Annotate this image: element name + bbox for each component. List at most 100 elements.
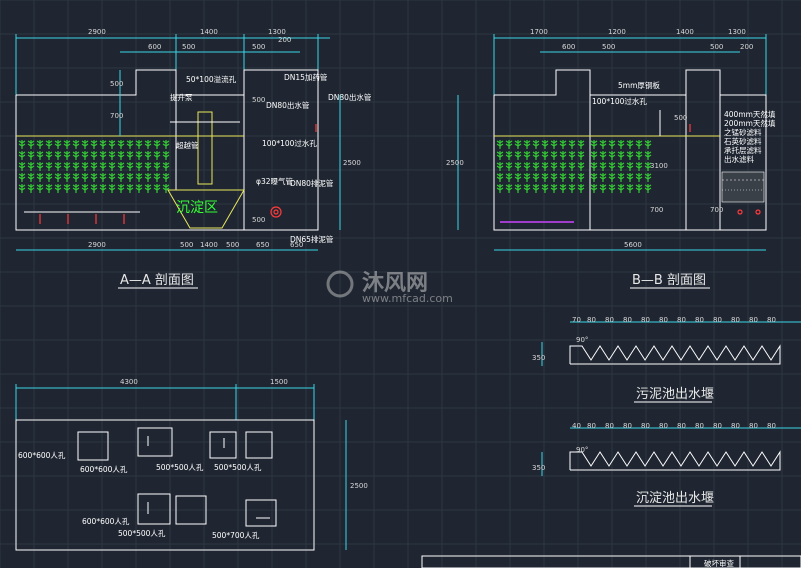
plant-icon [162,140,170,149]
plant-icon [36,173,44,182]
manhole [77,431,109,461]
plant-icon [135,151,143,160]
plant-icon [514,173,522,182]
plan-dim-right-1: 2500 [350,482,368,490]
plant-icon [27,140,35,149]
weir-dim-label: 80 [713,316,722,324]
plant-icon [63,151,71,160]
plant-icon [590,184,598,193]
plant-icon [27,162,35,171]
weir-dim-label: 80 [677,316,686,324]
aa-label-dn15: DN15加药管 [284,72,328,82]
plant-icon [505,140,513,149]
plant-icon [505,162,513,171]
bb-dim-inner-4: 700 [710,206,723,214]
plant-icon [590,173,598,182]
bb-dim-top2-1: 600 [562,43,575,51]
bb-dim-left-1: 2500 [446,159,464,167]
plant-icon [108,173,116,182]
manhole [137,427,173,457]
plant-icon [568,162,576,171]
bb-red-marker [755,209,761,215]
plant-icon [27,151,35,160]
manhole [245,499,277,527]
bb-label-2: 100*100过水孔 [592,96,647,106]
plant-icon [550,184,558,193]
weir2-title: 沉淀池出水堰 [636,491,714,506]
plant-icon [45,184,53,193]
plant-icon [63,184,71,193]
plant-icon [144,184,152,193]
aa-dim-top2-1: 600 [148,43,161,51]
plant-icon [126,162,134,171]
plant-icon [162,184,170,193]
plant-icon [644,151,652,160]
title-block-frame [421,555,801,568]
aa-label-sludge2: DN65排泥管 [290,234,334,244]
aa-dim-top-3: 1300 [268,28,286,36]
plant-icon [45,162,53,171]
plant-icon [54,184,62,193]
plant-icon [54,162,62,171]
plant-icon [496,184,504,193]
plant-icon [644,173,652,182]
plant-icon [608,162,616,171]
weir1-height: 350 [532,354,545,362]
weir-dim-label: 80 [605,316,614,324]
plant-icon [590,162,598,171]
plant-icon [99,184,107,193]
plant-icon [541,162,549,171]
bb-label-1: 5mm厚钢板 [618,80,660,90]
weir1-title: 污泥池出水堰 [636,387,714,402]
plant-icon [550,151,558,160]
manhole [245,431,273,459]
aa-dim-inner-1: 500 [252,96,265,104]
aa-pipe-section-inner [273,209,279,215]
plant-icon [617,140,625,149]
weir-dim-label: 80 [713,422,722,430]
plant-icon [135,173,143,182]
plant-icon [541,151,549,160]
aa-label-pump: 提升泵 [170,92,193,102]
plant-icon [117,162,125,171]
plant-icon [626,173,634,182]
plant-icon [63,140,71,149]
plant-icon [117,151,125,160]
plant-icon [568,140,576,149]
bb-dim-top2-2: 500 [602,43,615,51]
manhole [137,493,171,525]
plan-hole-5: 600*600人孔 [82,517,130,526]
plant-icon [599,151,607,160]
plant-icon [568,184,576,193]
plant-icon [117,173,125,182]
plant-icon [108,184,116,193]
plant-icon [90,184,98,193]
plant-icon [99,151,107,160]
bb-label-6: 石英砂滤料 [724,136,762,146]
plant-icon [523,151,531,160]
weir1-profile [569,344,781,365]
plant-icon [635,173,643,182]
plant-icon [72,184,80,193]
aa-dim-bottom-4: 500 [226,241,239,249]
plant-icon [126,140,134,149]
plant-icon [117,184,125,193]
plant-icon [126,184,134,193]
plant-icon [135,162,143,171]
bb-dim-inner-1: 500 [674,114,687,122]
weir-dim-label: 80 [767,422,776,430]
weir-dim-label: 80 [641,316,650,324]
plant-icon [126,173,134,182]
aa-dim-inner-2: 500 [252,216,265,224]
plant-icon [505,151,513,160]
aa-dim-left-2: 700 [110,112,123,120]
plant-icon [99,140,107,149]
weir-dim-label: 80 [623,316,632,324]
plant-icon [144,151,152,160]
plant-icon [153,140,161,149]
plant-icon [36,151,44,160]
bb-label-3: 400mm天然填 [724,109,776,119]
